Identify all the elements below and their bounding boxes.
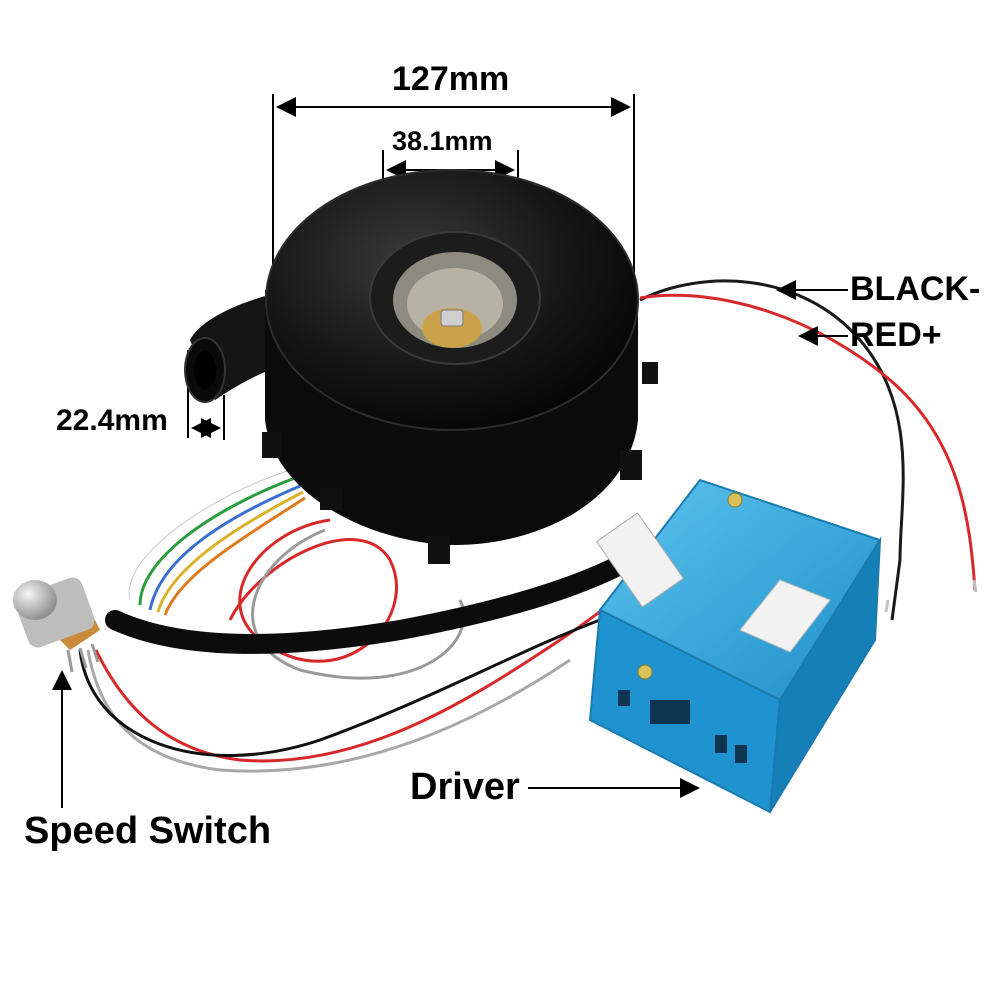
driver-label: Driver <box>410 766 520 808</box>
speed-switch-label: Speed Switch <box>24 810 272 852</box>
speed-switch-knob <box>13 577 100 673</box>
dimension-127-lines <box>272 94 635 300</box>
power-wire-black <box>639 279 905 621</box>
driver-box <box>588 478 882 814</box>
blower <box>184 169 658 564</box>
dimension-inlet-diameter-label: 38.1mm <box>392 126 493 156</box>
dimension-outlet-diameter-label: 22.4mm <box>56 404 168 437</box>
wire-black-label: BLACK- <box>850 270 981 308</box>
dimension-outer-diameter-label: 127mm <box>392 60 510 98</box>
wire-harness <box>78 467 681 773</box>
wire-red-label: RED+ <box>850 316 942 354</box>
power-wire-red <box>639 293 977 591</box>
cable-sleeve <box>105 555 630 654</box>
